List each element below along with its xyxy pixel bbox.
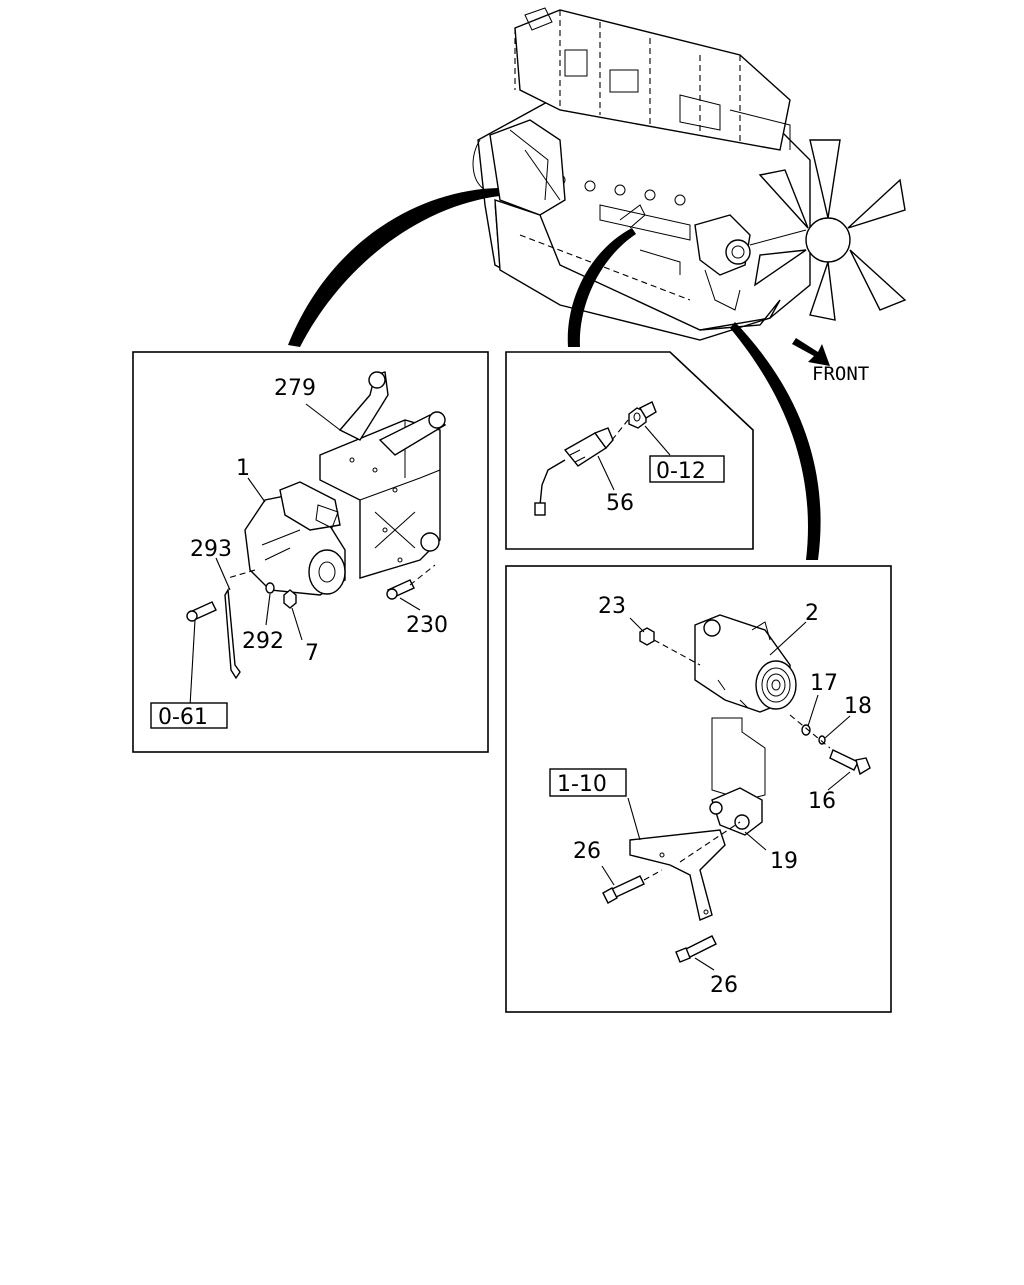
- panel-starter: [132, 351, 489, 753]
- connector-arc-sensor: [567, 228, 636, 347]
- front-label: FRONT: [812, 363, 869, 385]
- callout-2: 2: [805, 601, 819, 626]
- callout-16: 16: [808, 789, 836, 814]
- callout-7: 7: [305, 641, 319, 666]
- callout-292: 292: [242, 629, 284, 654]
- callout-26-upper: 26: [573, 839, 601, 864]
- callout-56: 56: [606, 491, 634, 516]
- callout-18: 18: [844, 694, 872, 719]
- callout-279: 279: [274, 376, 316, 401]
- ref-box-1-10[interactable]: 1-10: [549, 768, 627, 797]
- ref-box-0-61[interactable]: 0-61: [150, 702, 228, 730]
- front-arrow-icon: [792, 338, 830, 366]
- callout-labels: 279 1 293 292 7 230 56 23 2 17 18 16 19 …: [190, 376, 872, 998]
- engine-overview: FRONT: [472, 7, 907, 385]
- callout-17: 17: [810, 671, 838, 696]
- fan: [749, 139, 907, 321]
- panel-sensor: [505, 351, 754, 550]
- connector-arc-starter: [288, 188, 500, 347]
- ref-0-61-text: 0-61: [158, 705, 208, 730]
- ref-0-12-text: 0-12: [656, 459, 706, 484]
- callout-26-lower: 26: [710, 973, 738, 998]
- callout-293: 293: [190, 537, 232, 562]
- ref-box-0-12[interactable]: 0-12: [649, 455, 725, 484]
- connector-arc-alternator: [730, 322, 821, 560]
- callout-19: 19: [770, 849, 798, 874]
- reference-boxes: 0-61 0-12 1-10: [150, 455, 725, 797]
- callout-230: 230: [406, 613, 448, 638]
- callout-23: 23: [598, 594, 626, 619]
- callout-1: 1: [236, 456, 250, 481]
- panel-alternator: [505, 565, 892, 1013]
- ref-1-10-text: 1-10: [557, 772, 607, 797]
